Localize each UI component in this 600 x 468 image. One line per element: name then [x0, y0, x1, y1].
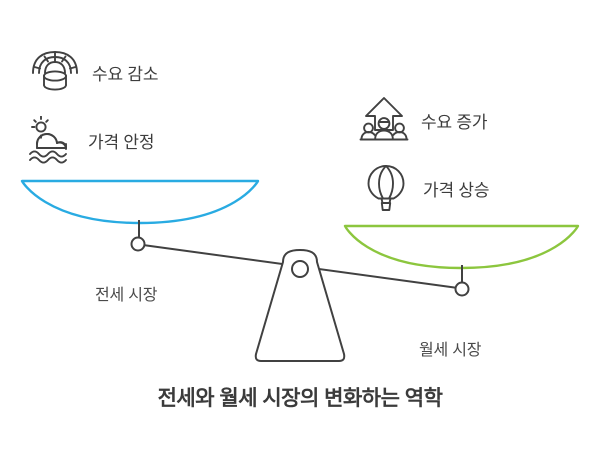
- feature-price-stable: 가격 안정: [22, 114, 154, 166]
- amphitheater-decline-icon: [26, 46, 84, 98]
- feature-demand-up: 수요 증가: [355, 94, 487, 146]
- hot-air-balloon-icon: [357, 162, 415, 214]
- left-pan-label: 전세 시장: [95, 287, 158, 304]
- fulcrum: [254, 249, 346, 362]
- left-pan: [20, 179, 260, 225]
- left-beam-knob: [130, 236, 146, 252]
- sun-cloud-waves-icon: [22, 114, 80, 166]
- chart-title: 전세와 월세 시장의 변화하는 역학: [157, 387, 443, 410]
- people-up-arrow-icon: [355, 94, 413, 146]
- right-beam-knob: [454, 281, 470, 297]
- feature-label: 가격 안정: [88, 132, 155, 152]
- feature-price-up: 가격 상승: [357, 162, 489, 214]
- feature-label: 수요 증가: [421, 112, 488, 132]
- feature-demand-down: 수요 감소: [26, 46, 158, 98]
- right-pan-label: 월세 시장: [419, 342, 482, 359]
- pivot-circle: [291, 260, 309, 278]
- right-pan: [343, 224, 580, 270]
- feature-label: 수요 감소: [92, 64, 159, 84]
- feature-label: 가격 상승: [423, 180, 490, 200]
